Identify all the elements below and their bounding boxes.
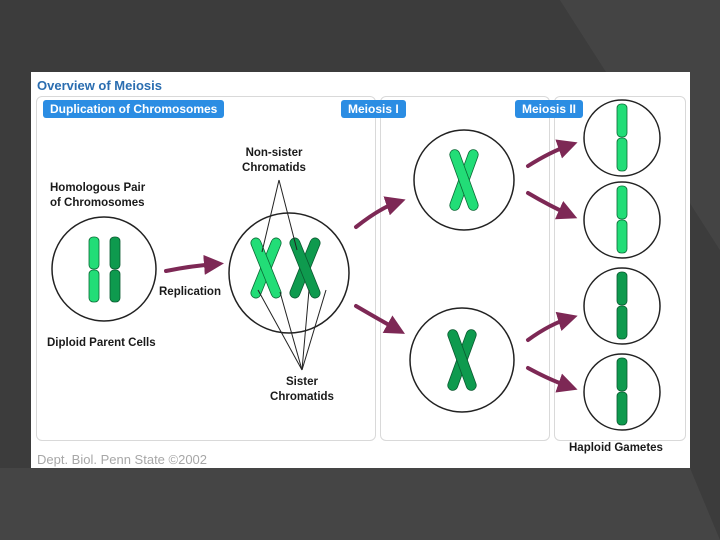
label-nonsister-chromatids: Non-sister Chromatids [230,146,318,176]
arrow-to-gamete-1 [528,145,570,166]
label-diploid-parent-cells: Diploid Parent Cells [47,336,156,351]
credit-footer: Dept. Biol. Penn State ©2002 [37,452,207,467]
arrow-to-meiosis1-bottom [356,306,398,330]
diploid-parent-cell [52,217,156,321]
label-haploid-gametes: Haploid Gametes [569,441,663,456]
label-homologous-pair: Homologous Pair of Chromosomes [50,181,145,211]
label-replication: Replication [159,285,221,300]
label-sister-chromatids: Sister Chromatids [258,375,346,405]
replication-arrow [166,264,216,271]
arrow-to-gamete-2 [528,193,570,215]
replicated-cell [229,213,349,333]
arrow-to-gamete-4 [528,368,570,387]
arrow-to-gamete-3 [528,318,570,340]
arrow-to-meiosis1-top [356,202,398,227]
